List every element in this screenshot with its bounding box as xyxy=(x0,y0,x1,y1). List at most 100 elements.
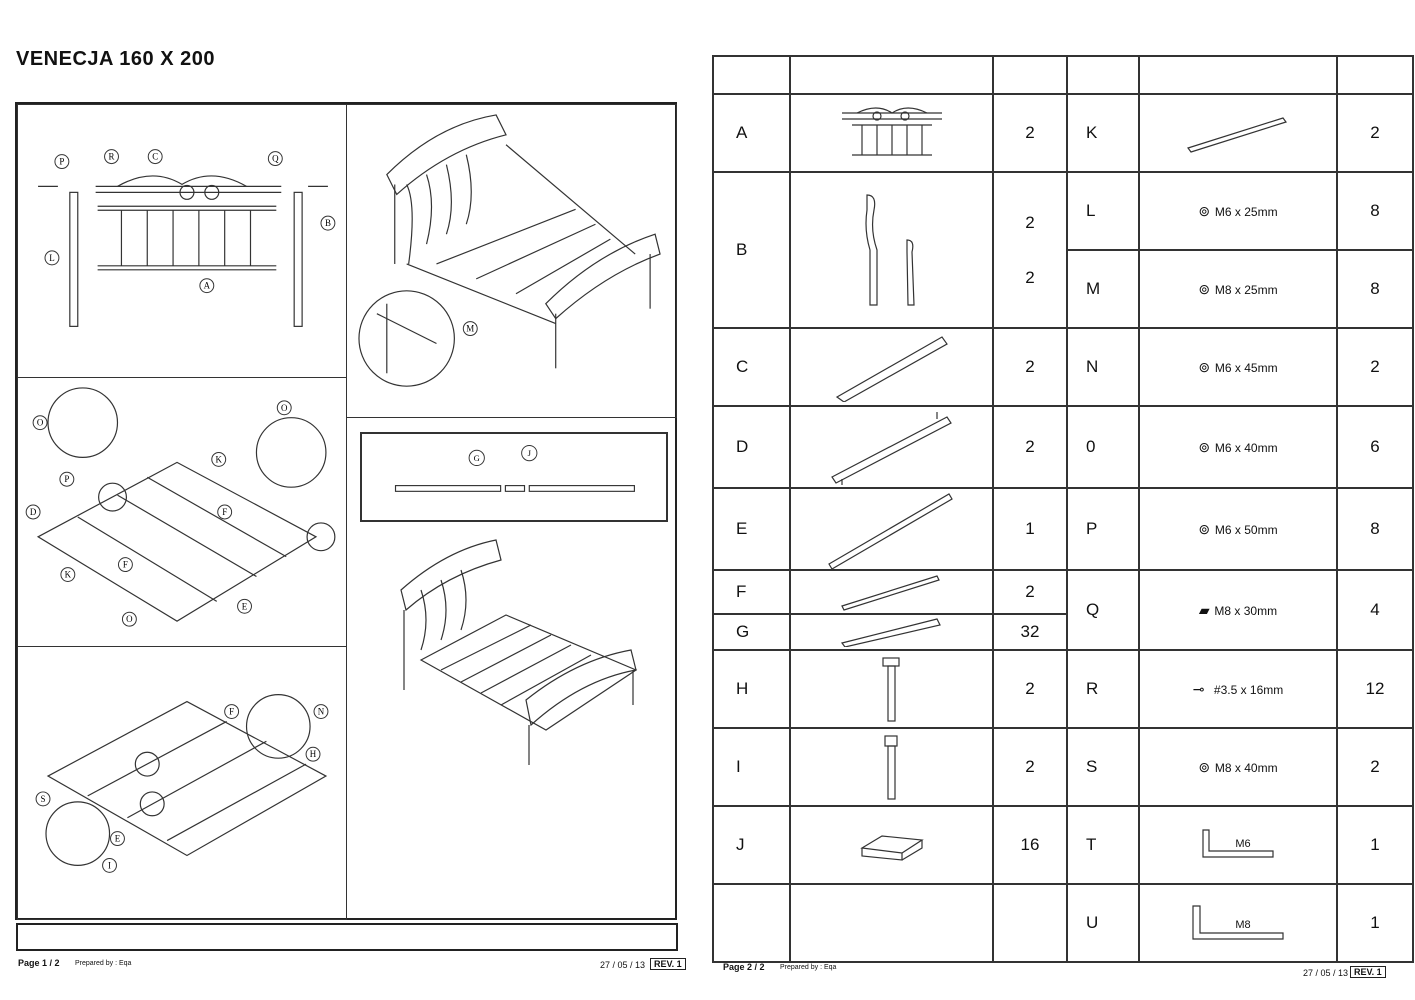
part-quantity: 4 xyxy=(1336,569,1414,651)
part-quantity: 16 xyxy=(992,805,1068,885)
part-quantity: 2 xyxy=(992,327,1068,407)
bolt-icon: ⊚ xyxy=(1198,439,1211,455)
part-letter: U xyxy=(1066,883,1140,963)
svg-text:D: D xyxy=(30,507,37,517)
page-title: VENECJA 160 X 200 xyxy=(16,48,215,70)
panel-bed-frame-attach: M xyxy=(346,104,677,418)
svg-text:M8: M8 xyxy=(1235,919,1250,931)
part-quantity: 2 xyxy=(992,649,1068,729)
table-row: U M8 1 xyxy=(712,883,1414,963)
part-image-bolt: ⊚ M6 x 50mm xyxy=(1138,487,1338,571)
table-row: I 2 S ⊚ M8 x 40mm 2 xyxy=(712,727,1414,807)
part-letter: F xyxy=(714,571,789,615)
svg-text:P: P xyxy=(64,474,69,484)
part-image-allen-key: M6 xyxy=(1138,805,1338,885)
panel-slats: G J xyxy=(360,432,668,522)
svg-text:G: G xyxy=(474,453,480,463)
part-quantity: 8 xyxy=(1336,171,1414,251)
part-image-screw: ⊸ #3.5 x 16mm xyxy=(1138,649,1338,729)
part-quantity: 2 xyxy=(1336,93,1414,173)
bolt-icon: ⊚ xyxy=(1198,281,1211,297)
part-image-support-leg xyxy=(789,727,994,807)
table-row: A 2 K 2 xyxy=(712,93,1414,173)
svg-text:S: S xyxy=(41,794,46,804)
svg-text:K: K xyxy=(215,454,222,464)
svg-text:M6: M6 xyxy=(1235,838,1250,850)
svg-text:N: N xyxy=(318,707,325,717)
part-letter: T xyxy=(1066,805,1140,885)
footer-date: 27 / 05 / 13 xyxy=(600,960,646,970)
dowel-icon: ▰ xyxy=(1198,602,1210,618)
panel-finished-bed xyxy=(346,530,677,920)
svg-text:P: P xyxy=(59,157,64,167)
part-letter: J xyxy=(712,805,791,885)
svg-text:M: M xyxy=(466,324,474,334)
svg-text:E: E xyxy=(115,834,120,844)
table-row: C 2 N ⊚ M6 x 45mm 2 xyxy=(712,327,1414,407)
note-box xyxy=(16,923,678,951)
svg-text:J: J xyxy=(528,448,532,458)
parts-table: A 2 K 2 B 2 2 L ⊚ M6 x 25mm xyxy=(712,55,1414,963)
svg-text:H: H xyxy=(310,749,317,759)
part-letter: G xyxy=(736,622,750,641)
part-letter: R xyxy=(1066,649,1140,729)
page-number: Page 1 / 2 xyxy=(18,958,60,968)
part-letter: I xyxy=(712,727,791,807)
part-image-side-rail xyxy=(789,405,994,489)
headboard-assembly-drawing: P R C Q B L A xyxy=(38,149,336,327)
part-quantity: 2 xyxy=(1336,327,1414,407)
revision-badge: REV. 1 xyxy=(1350,966,1386,978)
part-letter: 0 xyxy=(1066,405,1140,489)
part-letter: C xyxy=(712,327,791,407)
part-image-support-leg xyxy=(789,649,994,729)
part-image-allen-key: M8 xyxy=(1138,883,1338,963)
part-image-slat-cap xyxy=(789,805,994,885)
svg-text:C: C xyxy=(152,152,158,162)
part-image-bolt: ⊚ M6 x 45mm xyxy=(1138,327,1338,407)
instruction-page-1: VENECJA 160 X 200 P R C Q xyxy=(0,0,700,1000)
svg-text:R: R xyxy=(109,152,115,162)
part-letter: D xyxy=(712,405,791,489)
prepared-by: Prepared by : Eqa xyxy=(780,964,837,971)
table-row: B 2 2 L ⊚ M6 x 25mm 8 xyxy=(712,171,1414,329)
part-quantity: 2 xyxy=(1336,727,1414,807)
part-image-bar xyxy=(1138,93,1338,173)
svg-text:Q: Q xyxy=(272,154,279,164)
part-image-dowel: ▰ M8 x 30mm xyxy=(1138,569,1338,651)
svg-text:K: K xyxy=(65,570,72,580)
part-image-bolt: ⊚ M6 x 25mm xyxy=(1138,171,1338,251)
part-quantity: 8 xyxy=(1336,249,1414,329)
table-row: M ⊚ M8 x 25mm 8 xyxy=(713,249,1414,329)
part-image-cross-bar xyxy=(791,571,992,615)
part-image-legs xyxy=(789,171,994,329)
part-quantity: 1 xyxy=(1336,883,1414,963)
part-quantity: 6 xyxy=(1336,405,1414,489)
instruction-page-2: A 2 K 2 B 2 2 L ⊚ M6 x 25mm xyxy=(705,0,1415,1000)
part-quantity: 1 xyxy=(992,487,1068,571)
svg-text:I: I xyxy=(108,860,111,870)
part-image-center-rail xyxy=(789,487,994,571)
part-image-slat xyxy=(791,615,992,649)
part-letter: Q xyxy=(1066,569,1140,651)
part-letter: E xyxy=(712,487,791,571)
revision-badge: REV. 1 xyxy=(650,958,686,970)
bolt-icon: ⊚ xyxy=(1198,359,1211,375)
part-quantity: 2 xyxy=(992,405,1068,489)
part-letter: P xyxy=(1066,487,1140,571)
part-letter: S xyxy=(1066,727,1140,807)
bolt-icon: ⊚ xyxy=(1198,203,1211,219)
svg-text:L: L xyxy=(49,253,54,263)
svg-text:A: A xyxy=(204,281,211,291)
part-quantity: 2 xyxy=(994,571,1066,615)
part-letter: N xyxy=(1066,327,1140,407)
table-row: J 16 T M6 1 xyxy=(712,805,1414,885)
table-row: F G 2 32 Q ▰ M8 x 30mm 4 xyxy=(712,569,1414,651)
table-row: E 1 P ⊚ M6 x 50mm 8 xyxy=(712,487,1414,571)
svg-text:O: O xyxy=(281,403,288,413)
part-image-bolt: ⊚ M6 x 40mm xyxy=(1138,405,1338,489)
part-quantity: 1 xyxy=(1336,805,1414,885)
svg-text:O: O xyxy=(37,418,44,428)
svg-text:B: B xyxy=(325,218,331,228)
part-letter: A xyxy=(712,93,791,173)
part-letter: L xyxy=(1066,171,1140,251)
